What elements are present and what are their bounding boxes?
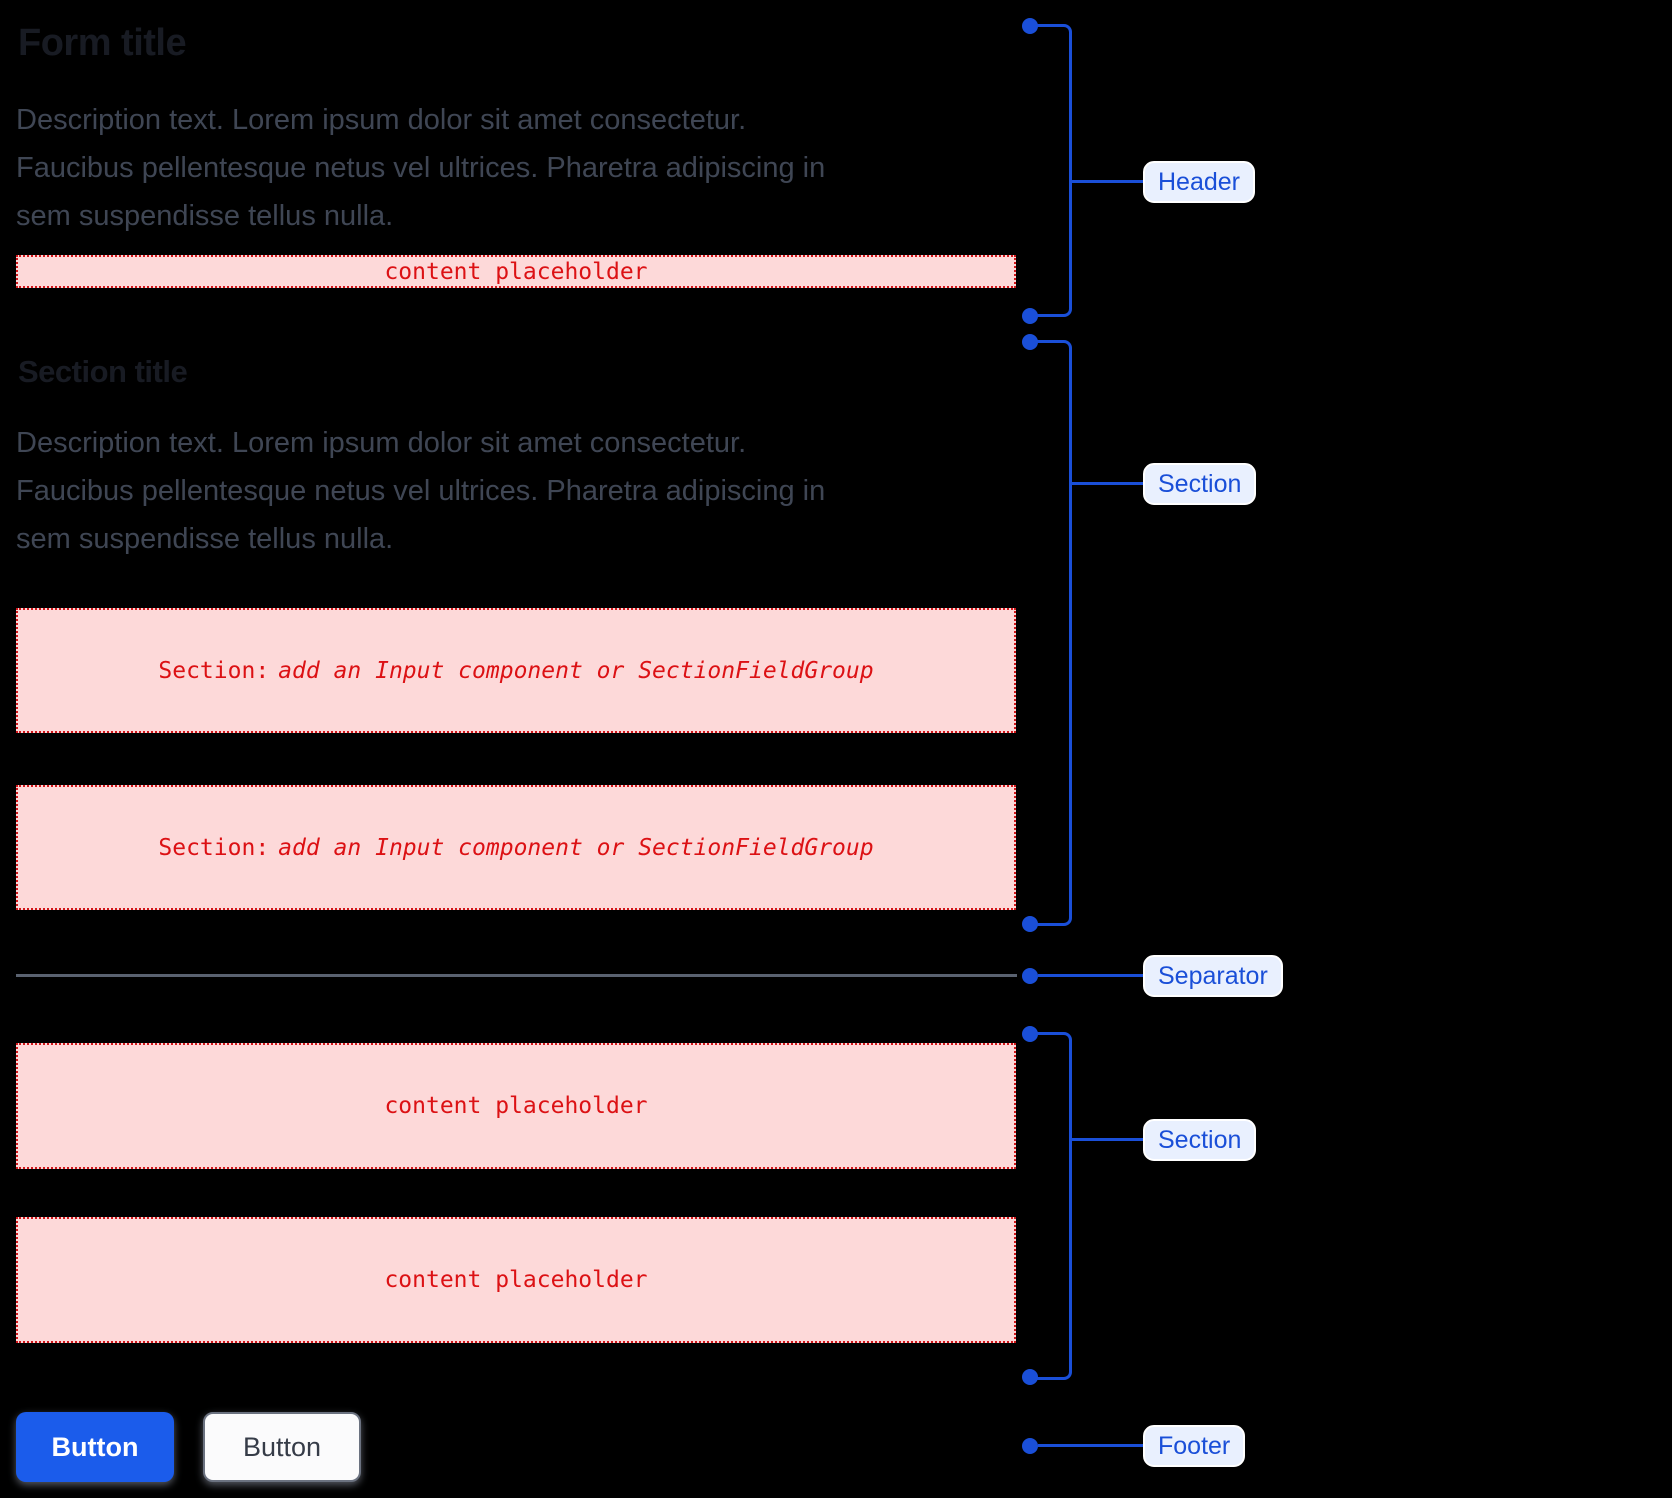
annotation-label-footer: Footer: [1143, 1425, 1246, 1467]
placeholder-label: content placeholder: [384, 1267, 648, 1293]
placeholder-label: content placeholder: [384, 258, 648, 285]
placeholder-label: content placeholder: [384, 1093, 648, 1119]
annotation-dot: [1022, 916, 1038, 932]
description-line: Description text. Lorem ipsum dolor sit …: [16, 427, 747, 459]
description-line: Description text. Lorem ipsum dolor sit …: [16, 104, 747, 136]
annotation-connector: [1038, 1444, 1145, 1447]
form-description: Description text. Lorem ipsum dolor sit …: [16, 96, 825, 240]
section-content-placeholder-box: content placeholder: [16, 1217, 1016, 1343]
annotation-connector: [1038, 974, 1145, 977]
annotation-dot: [1022, 1438, 1038, 1454]
annotation-label-section: Section: [1143, 463, 1257, 505]
annotation-connector: [1072, 180, 1143, 183]
description-line: Faucibus pellentesque netus vel ultrices…: [16, 152, 826, 184]
separator-line: [16, 974, 1017, 977]
placeholder-label-detail: add an Input component or SectionFieldGr…: [278, 657, 874, 684]
annotation-connector: [1072, 1138, 1143, 1141]
placeholder-label-prefix: Section:: [158, 657, 270, 684]
header-content-placeholder-box: content placeholder: [16, 255, 1016, 288]
section-content-placeholder-box: content placeholder: [16, 1043, 1016, 1169]
form-title: Form title: [18, 22, 187, 64]
section-field-placeholder-box: Section: add an Input component or Secti…: [16, 785, 1016, 910]
description-line: sem suspendisse tellus nulla.: [16, 523, 394, 555]
placeholder-label-prefix: Section:: [158, 834, 270, 861]
annotation-label-separator: Separator: [1143, 955, 1283, 997]
section-description: Description text. Lorem ipsum dolor sit …: [16, 419, 825, 563]
section-title: Section title: [18, 354, 188, 389]
annotation-label-header: Header: [1143, 161, 1255, 203]
annotation-dot: [1022, 308, 1038, 324]
description-line: sem suspendisse tellus nulla.: [16, 200, 394, 232]
annotation-label-section: Section: [1143, 1119, 1257, 1161]
primary-button[interactable]: Button: [16, 1412, 174, 1482]
header-bracket: [1030, 24, 1072, 317]
section-bracket: [1030, 340, 1072, 926]
placeholder-label-detail: add an Input component or SectionFieldGr…: [278, 834, 874, 861]
annotation-dot: [1022, 334, 1038, 350]
annotation-connector: [1072, 482, 1143, 485]
section-bracket: [1030, 1032, 1072, 1380]
description-line: Faucibus pellentesque netus vel ultrices…: [16, 475, 826, 507]
annotation-dot: [1022, 1026, 1038, 1042]
annotation-dot: [1022, 968, 1038, 984]
section-field-placeholder-box: Section: add an Input component or Secti…: [16, 608, 1016, 733]
annotation-dot: [1022, 1369, 1038, 1385]
annotation-dot: [1022, 18, 1038, 34]
secondary-button[interactable]: Button: [203, 1412, 361, 1482]
